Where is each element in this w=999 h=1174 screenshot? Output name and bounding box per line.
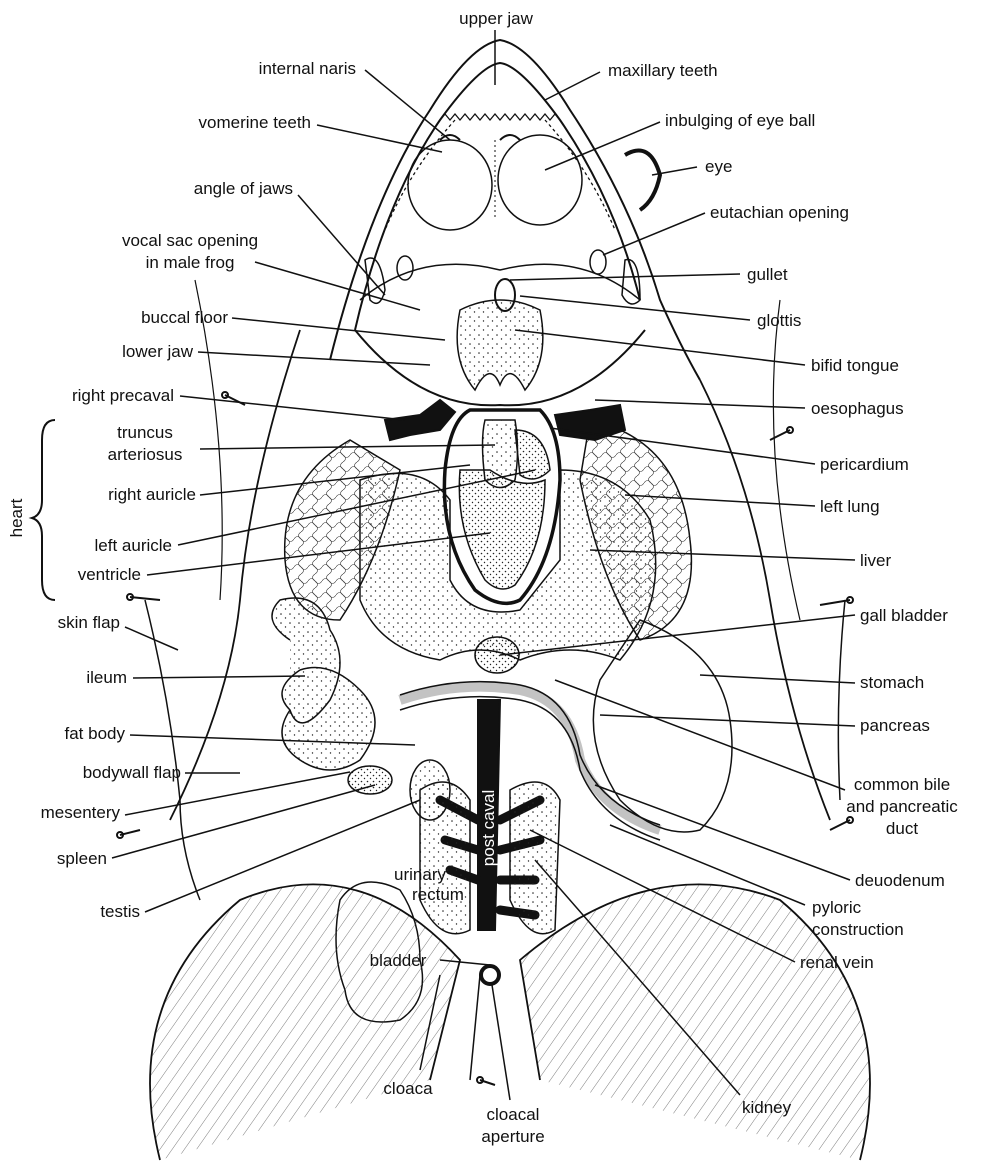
leader-internal-naris	[365, 70, 450, 140]
label-pericardium: pericardium	[820, 455, 909, 474]
label-liver: liver	[860, 551, 892, 570]
label-ileum: ileum	[86, 668, 127, 687]
label-deuodenum: deuodenum	[855, 871, 945, 890]
leader-deuodenum	[595, 785, 850, 880]
label-inbulging-eyeball: inbulging of eye ball	[665, 111, 815, 130]
label-upper-jaw: upper jaw	[459, 9, 533, 28]
label-vocal-sac-2: in male frog	[146, 253, 235, 272]
cloacal-aperture-drawing	[481, 966, 499, 984]
ileum-drawing	[272, 598, 375, 770]
label-glottis: glottis	[757, 311, 801, 330]
heart-brace	[32, 420, 55, 600]
label-fat-body: fat body	[65, 724, 126, 743]
leader-vomerine-teeth	[317, 125, 442, 152]
label-urinary-2: rectum	[412, 885, 464, 904]
label-skin-flap: skin flap	[58, 613, 120, 632]
label-heart: heart	[7, 498, 26, 537]
label-maxillary-teeth: maxillary teeth	[608, 61, 718, 80]
label-renal-vein: renal vein	[800, 953, 874, 972]
label-post-caval: post caval	[479, 790, 498, 867]
label-cloacal-1: cloacal	[487, 1105, 540, 1124]
kidney-left-drawing	[510, 782, 560, 934]
label-stomach: stomach	[860, 673, 924, 692]
bifid-tongue	[457, 300, 543, 390]
leader-ileum	[133, 676, 305, 678]
leader-pancreas	[600, 715, 855, 726]
leader-angle-of-jaws	[298, 195, 385, 295]
left-auricle-drawing	[515, 430, 550, 479]
label-kidney: kidney	[742, 1098, 792, 1117]
label-cloaca: cloaca	[383, 1079, 433, 1098]
label-mesentery: mesentery	[41, 803, 121, 822]
leader-spleen	[112, 785, 375, 858]
leader-lower-jaw	[198, 352, 430, 365]
gall-bladder-drawing	[475, 637, 519, 673]
label-testis: testis	[100, 902, 140, 921]
leader-stomach	[700, 675, 855, 683]
label-eye: eye	[705, 157, 732, 176]
spleen-drawing	[348, 766, 392, 794]
eye-drawing	[625, 151, 660, 211]
label-right-precaval: right precaval	[72, 386, 174, 405]
hind-leg-left	[150, 884, 460, 1160]
label-vocal-sac-1: vocal sac opening	[122, 231, 258, 250]
leader-cloacal-aperture	[492, 985, 510, 1100]
leader-eutachian	[603, 213, 705, 255]
label-buccal-floor: buccal floor	[141, 308, 228, 327]
label-bifid-tongue: bifid tongue	[811, 356, 899, 375]
label-vomerine-teeth: vomerine teeth	[199, 113, 311, 132]
leader-gullet	[510, 274, 740, 280]
testis-drawing	[410, 760, 450, 820]
label-internal-naris: internal naris	[259, 59, 356, 78]
label-angle-of-jaws: angle of jaws	[194, 179, 293, 198]
label-truncus-1: truncus	[117, 423, 173, 442]
label-bodywall-flap: bodywall flap	[83, 763, 181, 782]
label-bladder: bladder	[370, 951, 427, 970]
label-eutachian-opening: eutachian opening	[710, 203, 849, 222]
label-right-auricle: right auricle	[108, 485, 196, 504]
leader-bifid-tongue	[515, 330, 805, 365]
label-truncus-2: arteriosus	[108, 445, 183, 464]
label-gullet: gullet	[747, 265, 788, 284]
label-cloacal-2: aperture	[481, 1127, 544, 1146]
label-urinary-1: urinary	[394, 865, 446, 884]
label-lower-jaw: lower jaw	[122, 342, 194, 361]
label-common-bile-2: and pancreatic	[846, 797, 958, 816]
label-common-bile-1: common bile	[854, 775, 950, 794]
leader-glottis	[520, 296, 750, 320]
maxillary-teeth	[440, 114, 560, 120]
leader-buccal-floor	[232, 318, 445, 340]
label-left-auricle: left auricle	[95, 536, 172, 555]
label-pyloric-1: pyloric	[812, 898, 862, 917]
inbulging-eyeball-left	[408, 140, 492, 230]
label-left-lung: left lung	[820, 497, 880, 516]
leader-right-precaval	[180, 396, 405, 420]
label-oesophagus: oesophagus	[811, 399, 904, 418]
label-pancreas: pancreas	[860, 716, 930, 735]
label-pyloric-2: construction	[812, 920, 904, 939]
inbulging-eyeball-right	[498, 135, 582, 225]
precaval-right	[385, 400, 455, 440]
label-spleen: spleen	[57, 849, 107, 868]
leader-vocal-sac	[255, 262, 420, 310]
label-ventricle: ventricle	[78, 565, 141, 584]
label-gall-bladder: gall bladder	[860, 606, 948, 625]
label-common-bile-3: duct	[886, 819, 918, 838]
